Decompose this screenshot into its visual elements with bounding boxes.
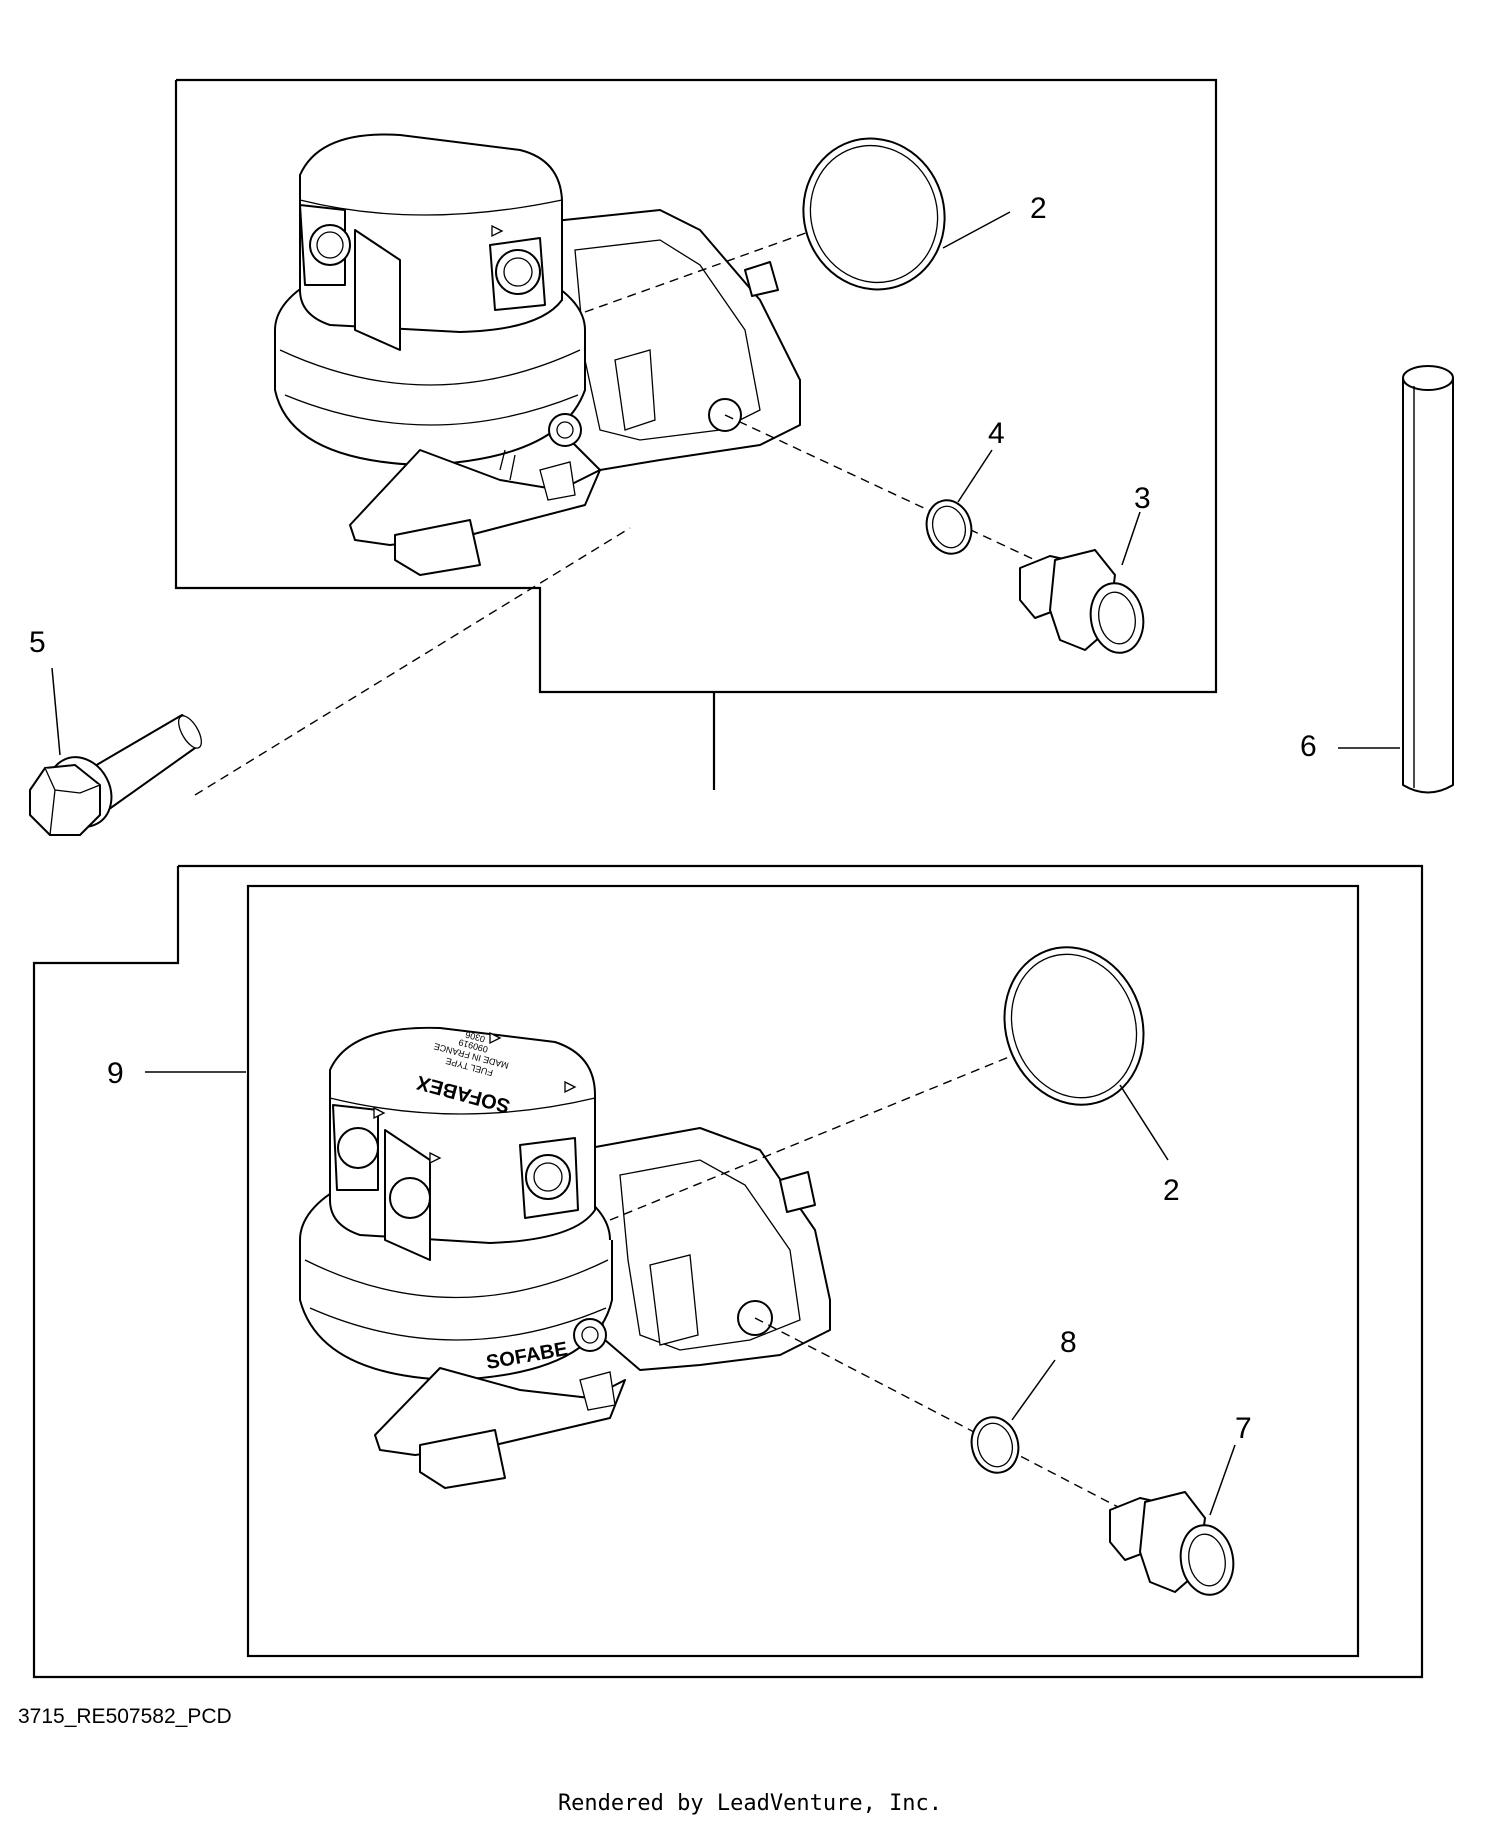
callout-3: 3: [1134, 482, 1151, 515]
bolt: [29, 714, 203, 836]
top-centerlines: [194, 209, 1051, 796]
callout-4: 4: [988, 417, 1005, 450]
top-fitting: [1019, 549, 1145, 654]
bottom-centerlines: [609, 1029, 1121, 1509]
callout-2-bottom: 2: [1163, 1174, 1180, 1207]
top-assembly-frame: [174, 78, 1218, 790]
bottom-fuel-pump: [299, 1026, 831, 1489]
bottom-washer: [970, 1416, 1020, 1474]
top-washer: [925, 499, 973, 555]
top-gasket: [802, 137, 946, 291]
top-leaders: [51, 211, 1400, 756]
callout-8: 8: [1060, 1326, 1077, 1359]
bottom-assembly-frame: [32, 864, 1424, 1679]
callout-2-top: 2: [1030, 192, 1047, 225]
callout-9: 9: [107, 1057, 124, 1090]
footer-credit: Rendered by LeadVenture, Inc.: [558, 1791, 942, 1816]
callout-6: 6: [1300, 730, 1317, 763]
drawing-code: 3715_RE507582_PCD: [18, 1705, 232, 1728]
top-fuel-pump: [274, 133, 801, 576]
callout-7: 7: [1235, 1412, 1252, 1445]
dowel-pin: [1402, 365, 1454, 794]
bottom-leaders: [145, 1071, 1236, 1516]
bottom-fitting: [1109, 1491, 1235, 1596]
bottom-gasket: [1003, 946, 1145, 1106]
callout-5: 5: [29, 626, 46, 659]
